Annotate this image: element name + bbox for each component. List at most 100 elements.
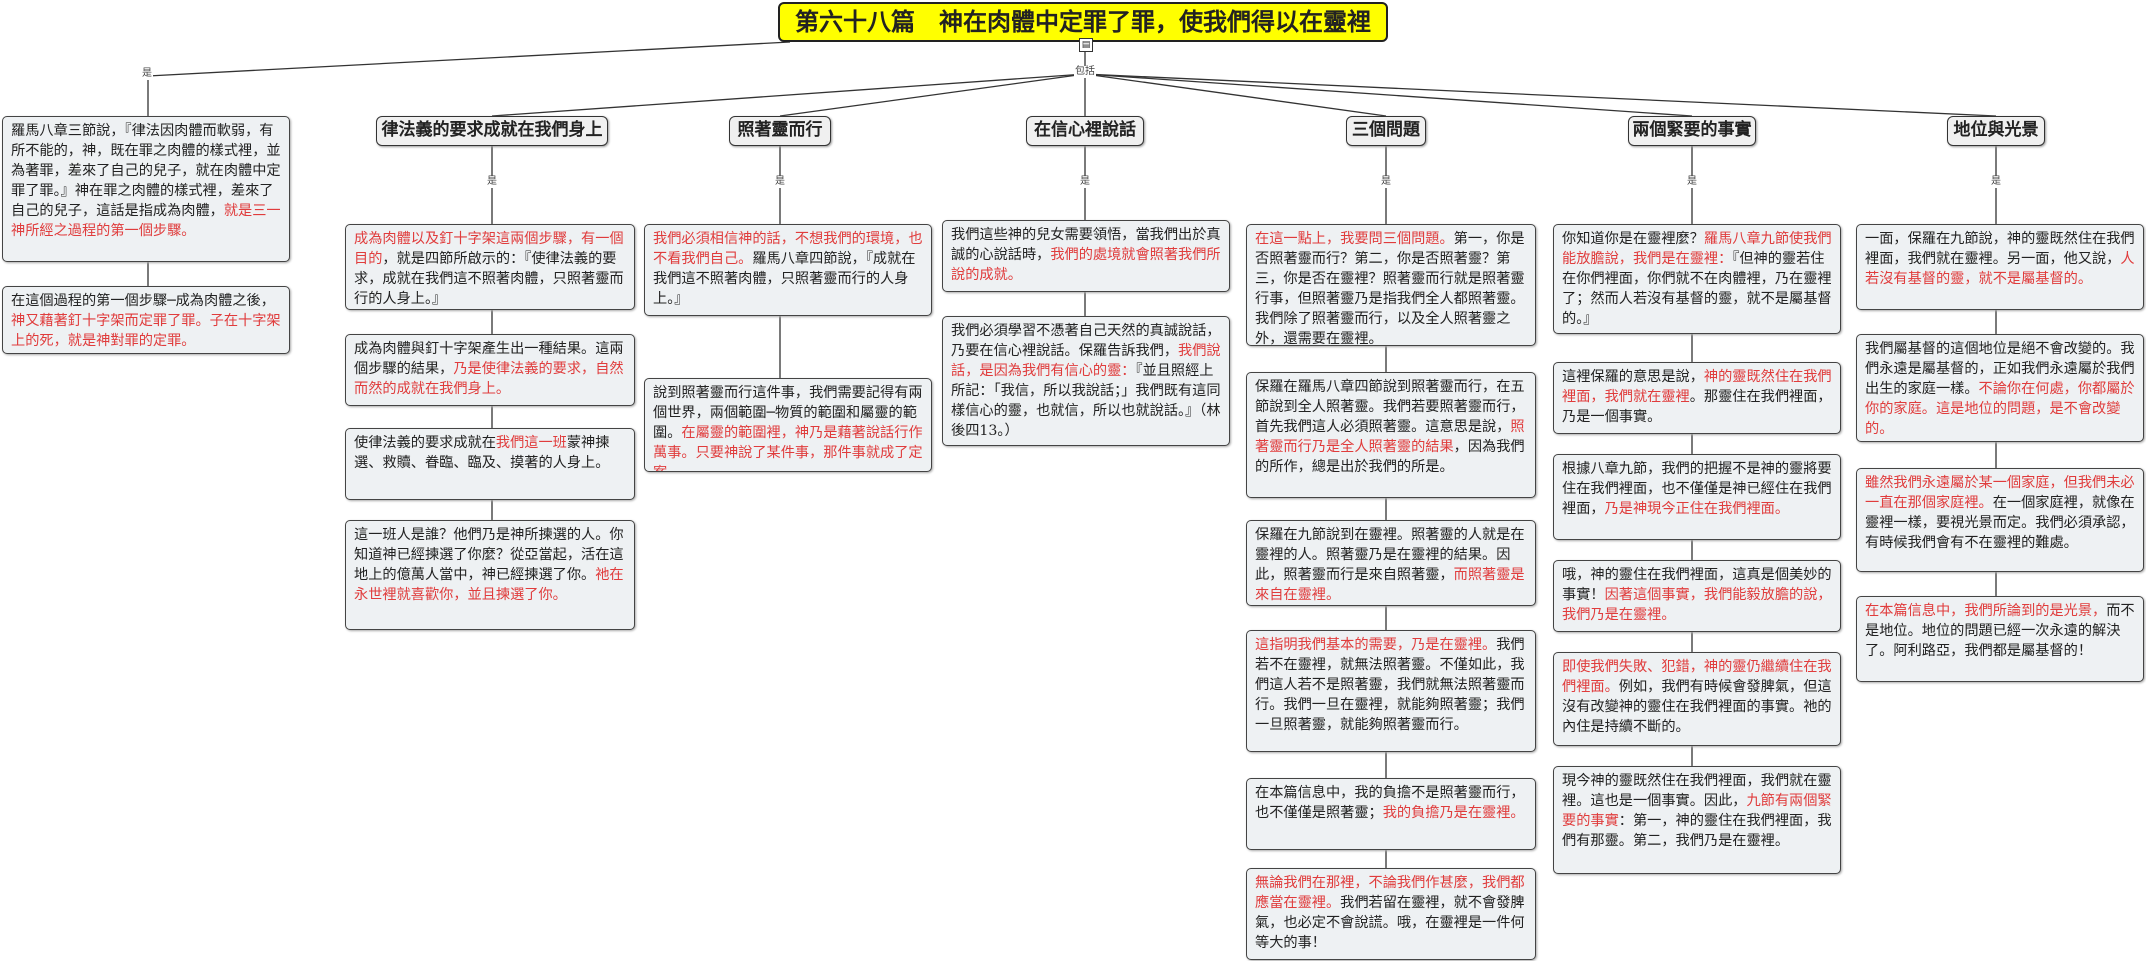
column-header[interactable]: 律法義的要求成就在我們身上 — [376, 116, 608, 146]
highlight-text: 我們必須相信神的話，不想我們的環境，也不看我們自己。 — [653, 231, 923, 267]
left-card[interactable]: 在這個過程的第一個步驟─成為肉體之後，神又藉著釘十字架而定罪了罪。子在十字架上的… — [2, 286, 290, 354]
highlight-text: 神的靈既然住在我們裡面，我們就在靈裡 — [1562, 369, 1832, 405]
card-text: 『但神的靈若住在你們裡面，你們就不在肉體裡，乃在靈裡了；然而人若沒有基督的靈，就… — [1562, 251, 1832, 327]
highlight-text: 我的負擔乃是在靈裡。 — [1382, 805, 1525, 821]
edge-label-is: 是 — [486, 176, 498, 188]
card-text: 哦，神的靈住在我們裡面，這真是個美妙的事實！ — [1562, 567, 1832, 603]
card-text: 在本篇信息中，我的負擔不是照著靈而行，也不僅僅是照著靈； — [1255, 785, 1525, 821]
highlight-text: 乃是神現今正住在我們裡面。 — [1604, 501, 1790, 517]
column-card[interactable]: 哦，神的靈住在我們裡面，這真是個美妙的事實！因著這個事實，我們能毅放膽的說，我們… — [1553, 560, 1841, 632]
highlight-text: 無論我們在那裡，不論我們作甚麼，我們都應當在靈裡。 — [1255, 875, 1525, 911]
hub-to-header-line — [491, 73, 1086, 117]
root-topic[interactable]: 第六十八篇 神在肉體中定罪了罪，使我們得以在靈裡 — [778, 2, 1388, 42]
column-card[interactable]: 這裡保羅的意思是說，神的靈既然住在我們裡面，我們就在靈裡。那靈住在我們裡面，乃是… — [1553, 362, 1841, 434]
highlight-text: 這指明我們基本的需要，乃是在靈裡。 — [1255, 637, 1497, 653]
column-card[interactable]: 在本篇信息中，我的負擔不是照著靈而行，也不僅僅是照著靈；我的負擔乃是在靈裡。 — [1246, 778, 1536, 850]
highlight-text: 在這一點上，我要問三個問題。 — [1255, 231, 1454, 247]
card-text: 我們必須學習不憑著自己天然的真誠說話，乃要在信心裡說話。保羅告訴我們， — [951, 323, 1221, 359]
highlight-text: 在屬靈的範圍裡，神乃是藉著說話行作萬事。只要神說了某件事，那件事就成了定案。 — [653, 425, 923, 471]
highlight-text: 就是三一神所經之過程的第一個步驟。 — [11, 203, 281, 239]
card-text: 我們屬基督的這個地位是絕不會改變的。我們永遠是屬基督的，正如我們永遠屬於我們出生… — [1865, 341, 2135, 397]
column-card[interactable]: 無論我們在那裡，不論我們作甚麼，我們都應當在靈裡。我們若留在靈裡，就不會發脾氣，… — [1246, 868, 1536, 960]
highlight-text: 九節有兩個緊要的事實 — [1562, 793, 1832, 829]
root-to-left-line — [147, 41, 791, 77]
highlight-text: 乃是使律法義的要求，自然而然的成就在我們身上。 — [354, 361, 624, 397]
column-header[interactable]: 三個問題 — [1346, 116, 1426, 146]
column-card[interactable]: 成為肉體與釘十字架產生出一種結果。這兩個步驟的結果，乃是使律法義的要求，自然而然… — [345, 334, 635, 406]
hub-to-header-line — [1084, 73, 1997, 117]
column-card[interactable]: 這指明我們基本的需要，乃是在靈裡。我們若不在靈裡，就無法照著靈。不僅如此，我們這… — [1246, 630, 1536, 752]
column-card[interactable]: 一面，保羅在九節說，神的靈既然住在我們裡面，我們就在靈裡。另一面，他又說，人若沒… — [1856, 224, 2144, 310]
card-text: 第一，你是否照著靈而行？第二，你是否照著靈？第三，你是否在靈裡？照著靈而行就是照… — [1255, 231, 1525, 346]
highlight-text: 成為肉體以及釘十字架這兩個步驟，有一個目的 — [354, 231, 624, 267]
column-card[interactable]: 在這一點上，我要問三個問題。第一，你是否照著靈而行？第二，你是否照著靈？第三，你… — [1246, 224, 1536, 346]
card-text: 現今神的靈既然住在我們裡面，我們就在靈裡。這也是一個事實。因此， — [1562, 773, 1832, 809]
card-text: 你知道你是在靈裡麼？ — [1562, 231, 1704, 247]
highlight-text: 我們的處境就會照著我們所說的成就。 — [951, 247, 1221, 283]
header-label: 律法義的要求成就在我們身上 — [381, 120, 603, 140]
header-label: 三個問題 — [1352, 120, 1420, 140]
column-card[interactable]: 我們必須學習不憑著自己天然的真誠說話，乃要在信心裡說話。保羅告訴我們，我們說話，… — [942, 316, 1230, 446]
highlight-text: 羅馬八章九節使我們能放膽說，我們是在靈裡： — [1562, 231, 1832, 267]
highlight-text: 而照著靈是來自在靈裡。 — [1255, 567, 1525, 603]
left-card[interactable]: 羅馬八章三節說，『律法因肉體而軟弱，有所不能的，神，既在罪之肉體的樣式裡，並為著… — [2, 116, 290, 262]
column-card[interactable]: 在本篇信息中，我們所論到的是光景，而不是地位。地位的問題已經一次永遠的解決了。阿… — [1856, 596, 2144, 682]
column-card[interactable]: 保羅在九節說到在靈裡。照著靈的人就是在靈裡的人。照著靈乃是在靈裡的結果。因此，照… — [1246, 520, 1536, 606]
card-text: ：第一，神的靈住在我們裡面，我們有那靈。第二，我們乃是在靈裡。 — [1562, 813, 1832, 849]
column-card[interactable]: 我們必須相信神的話，不想我們的環境，也不看我們自己。羅馬八章四節說，『成就在我們… — [644, 224, 932, 316]
card-text: 而不是地位。地位的問題已經一次永遠的解決了。阿利路亞，我們都是屬基督的！ — [1865, 603, 2135, 659]
highlight-text: 不論你在何處，你都屬於你的家庭。這是地位的問題，是不會改變的。 — [1865, 381, 2135, 437]
column-card[interactable]: 使律法義的要求成就在我們這一班蒙神揀選、救贖、眷臨、臨及、摸著的人身上。 — [345, 428, 635, 500]
card-text: 我們若留在靈裡，就不會發脾氣，也必定不會說謊。哦，在靈裡是一件何等大的事！ — [1255, 895, 1525, 951]
column-card[interactable]: 即使我們失敗、犯錯，神的靈仍繼續住在我們裡面。例如，我們有時候會發脾氣，但這沒有… — [1553, 652, 1841, 746]
card-text: 保羅在羅馬八章四節說到照著靈而行，在五節說到全人照著靈。我們若要照著靈而行，首先… — [1255, 379, 1525, 435]
highlight-text: 雖然我們永遠屬於某一個家庭，但我們未必一直在那個家庭裡。 — [1865, 475, 2135, 511]
card-text: 這一班人是誰？他們乃是神所揀選的人。你知道神已經揀選了你麼？從亞當起，活在這地上… — [354, 527, 624, 583]
card-text: 蒙神揀選、救贖、眷臨、臨及、摸著的人身上。 — [354, 435, 610, 471]
card-text: 在一個家庭裡，就像在靈裡一樣，要視光景而定。我們必須承認，有時候我們會有不在靈裡… — [1865, 495, 2135, 551]
highlight-text: 即使我們失敗、犯錯，神的靈仍繼續住在我們裡面。 — [1562, 659, 1832, 695]
column-header[interactable]: 照著靈而行 — [729, 116, 831, 146]
highlight-text: 因著這個事實，我們能毅放膽的說，我們乃是在靈裡。 — [1562, 587, 1832, 623]
edge-label-is: 是 — [1686, 176, 1698, 188]
card-text: 這裡保羅的意思是說， — [1562, 369, 1704, 385]
column-card[interactable]: 這一班人是誰？他們乃是神所揀選的人。你知道神已經揀選了你麼？從亞當起，活在這地上… — [345, 520, 635, 630]
column-card[interactable]: 你知道你是在靈裡麼？羅馬八章九節使我們能放膽說，我們是在靈裡：『但神的靈若住在你… — [1553, 224, 1841, 334]
column-card[interactable]: 保羅在羅馬八章四節說到照著靈而行，在五節說到全人照著靈。我們若要照著靈而行，首先… — [1246, 372, 1536, 498]
card-text: ，因為我們的所作，總是出於我們的所是。 — [1255, 439, 1525, 475]
hub-to-header-line — [779, 73, 1086, 117]
header-label: 在信心裡說話 — [1034, 120, 1136, 140]
column-header[interactable]: 兩個緊要的事實 — [1628, 116, 1756, 146]
edge-label-is: 是 — [774, 176, 786, 188]
column-card[interactable]: 根據八章九節，我們的把握不是神的靈將要住在我們裡面，也不僅僅是神已經住在我們裡面… — [1553, 454, 1841, 540]
hub-to-header-line — [1084, 73, 1387, 117]
highlight-text: 照著靈而行乃是全人照著靈的結果 — [1255, 419, 1525, 455]
card-text: 羅馬八章三節說，『律法因肉體而軟弱，有所不能的，神，既在罪之肉體的樣式裡，並為著… — [11, 123, 281, 219]
edge-label-is: 是 — [1990, 176, 2002, 188]
highlight-text: 我們這一班 — [495, 435, 567, 451]
column-card[interactable]: 雖然我們永遠屬於某一個家庭，但我們未必一直在那個家庭裡。在一個家庭裡，就像在靈裡… — [1856, 468, 2144, 572]
edge-label-is: 是 — [141, 68, 153, 80]
column-card[interactable]: 成為肉體以及釘十字架這兩個步驟，有一個目的，就是四節所啟示的：『使律法義的要求，… — [345, 224, 635, 310]
header-label: 照著靈而行 — [737, 120, 823, 140]
highlight-text: 我們說話，是因為我們有信心的靈： — [951, 343, 1221, 379]
column-card[interactable]: 說到照著靈而行這件事，我們需要記得有兩個世界，兩個範圍─物質的範圍和屬靈的範圍。… — [644, 378, 932, 472]
card-text: 在這個過程的第一個步驟─成為肉體之後， — [11, 293, 275, 309]
card-text: 成為肉體與釘十字架產生出一種結果。這兩個步驟的結果， — [354, 341, 624, 377]
root-title: 第六十八篇 神在肉體中定罪了罪，使我們得以在靈裡 — [795, 7, 1371, 36]
note-icon[interactable]: ▤ — [1079, 38, 1093, 52]
column-header[interactable]: 地位與光景 — [1947, 116, 2045, 146]
card-text: 使律法義的要求成就在 — [354, 435, 496, 451]
card-text: 保羅在九節說到在靈裡。照著靈的人就是在靈裡的人。照著靈乃是在靈裡的結果。因此，照… — [1255, 527, 1525, 583]
card-text: 我們若不在靈裡，就無法照著靈。不僅如此，我們這人若不是照著靈，我們就無法照著靈而… — [1255, 637, 1525, 733]
column-card[interactable]: 我們這些神的兒女需要領悟，當我們出於真誠的心說話時，我們的處境就會照著我們所說的… — [942, 220, 1230, 292]
column-card[interactable]: 我們屬基督的這個地位是絕不會改變的。我們永遠是屬基督的，正如我們永遠屬於我們出生… — [1856, 334, 2144, 442]
card-text: 例如，我們有時候會發脾氣，但這沒有改變神的靈住在我們裡面的事實。祂的內住是持續不… — [1562, 679, 1832, 735]
column-card[interactable]: 現今神的靈既然住在我們裡面，我們就在靈裡。這也是一個事實。因此，九節有兩個緊要的… — [1553, 766, 1841, 874]
highlight-text: 在本篇信息中，我們所論到的是光景， — [1865, 603, 2107, 619]
highlight-text: 祂在永世裡就喜歡你，並且揀選了你。 — [354, 567, 624, 603]
card-text: 我們這些神的兒女需要領悟，當我們出於真誠的心說話時， — [951, 227, 1221, 263]
card-text: 『並且照經上所記：「我信，所以我說話；」我們既有這同樣信心的靈，也就信，所以也就… — [951, 363, 1221, 439]
column-header[interactable]: 在信心裡說話 — [1026, 116, 1144, 146]
card-text: ，就是四節所啟示的：『使律法義的要求，成就在我們這不照著肉體，只照著靈而行的人身… — [354, 251, 624, 307]
